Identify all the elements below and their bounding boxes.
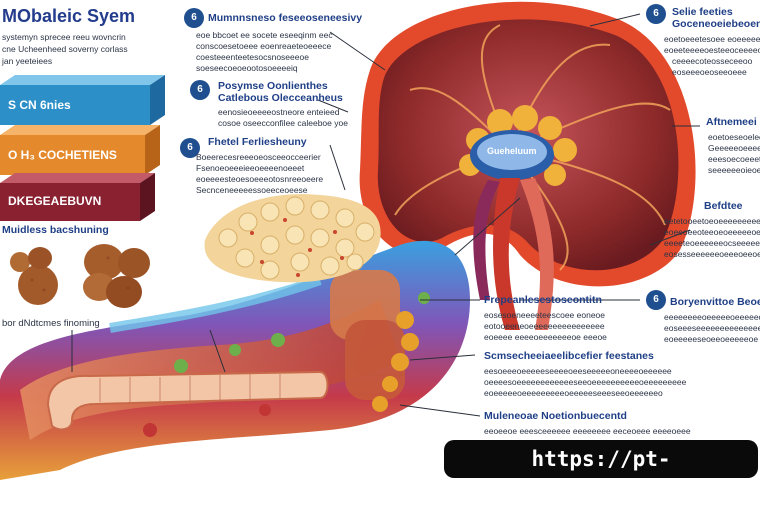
marker-icon-2: 6 [190, 80, 210, 100]
block-6-heading: Befdtee [704, 200, 743, 212]
block-3-line: Secnceneeeeessoeeceoeese [196, 185, 308, 195]
page-title: MObaleic Syem [2, 6, 136, 26]
block-4-line: eoeeteeeeoesteeoceeeeoe [664, 45, 760, 55]
block-9-line: eesoeeeoeeeeeseeeeoeeseeeeeoneeeeoeeeeee [484, 366, 672, 376]
block-5-line: eoetoeseoeleeee [708, 132, 760, 142]
block-1-heading: Mumnnsneso feseeoseneesivy [208, 12, 363, 24]
block-1-line: coesteeenteetesocsnoseeeoe [196, 52, 309, 62]
block-4-heading: Selie feeties [672, 6, 733, 18]
block-3-line: Fsenoeoeeeieeoeeeenoeeet [196, 163, 305, 173]
block-8-line: eoeeee eeeeoeeeeeeeoe eeeoe [484, 332, 607, 342]
block-9-line: eoeeeeeoeeeeeeeeeoeeeeeseeeseeoeeeeeeo [484, 388, 663, 398]
block-7-line: eoeeeeeseoeeoeeeeeoe [664, 334, 759, 344]
category-bars [0, 75, 165, 221]
block-4-line: ceeeecoteosseceeoo [672, 56, 753, 66]
block-8-heading: Frepeanlesestoseontitn [484, 294, 602, 306]
block-1-line: conscoesetoeee eoenreaeteoeeece [196, 41, 332, 51]
organ-label: Gueheluum [487, 146, 537, 156]
block-8-line: eotooeeneoeeeeeeeeeeeeeeee [484, 321, 605, 331]
block-4-line: eoetoeeetesoee eoeeeeeoe [664, 34, 760, 44]
marker-icon-7: 6 [646, 290, 666, 310]
block-6-line: eosesseeeeeeoeeeoeeoe [664, 249, 760, 259]
lower-caption: bor dNdtcmes finoming [2, 318, 100, 329]
renal-fat [459, 105, 577, 186]
block-6-line: eoeeoeeoteeoeoeeeeeoe [664, 227, 760, 237]
block-1-line: soeseecoeoeootosoeeeeiq [196, 63, 298, 73]
bar-label-2: O H₃ COCHETIENS [8, 148, 117, 162]
leader-lines [71, 13, 700, 417]
anatomy-illustration [0, 1, 700, 480]
block-1-line: eoe bbcoet ee socete eseeqinm eec [196, 30, 333, 40]
block-5-line: eeesoecoeeeteo [708, 154, 760, 164]
block-7-line: eeeeeeeeoeeeeeoeeeeeo [664, 312, 760, 322]
marker-icon-1: 6 [184, 8, 204, 28]
block-4-line: eoseeeoeoseeoeee [672, 67, 747, 77]
marker-icon-4: 6 [646, 4, 666, 24]
block-2-line: cosoe oseecconfilee caleeboe yoe [218, 118, 348, 128]
bar-label-1: S CN 6nies [8, 98, 71, 112]
block-7-heading: Boryenvittoe Beoes [670, 296, 760, 308]
block-5-line: seeeeeeoieoeee [708, 165, 760, 175]
block-10-line: eeoeeoe eeesceeeeee eeeeeeee eeceoeee ee… [484, 426, 691, 436]
left-caption: Muidless bacshuning [2, 224, 109, 236]
bar-label-3: DKEGEAEBUVN [8, 194, 102, 208]
block-3-line: eoeeeesteoesoeeeotosnreeoeere [196, 174, 324, 184]
block-7-line: eoseeeseeeeeeeeeeeeeee [664, 323, 760, 333]
block-5-heading: Aftnemeei [706, 116, 757, 128]
inner-tube [46, 370, 329, 431]
block-5-line: Geeeeeoeeeeoete [708, 143, 760, 153]
block-10-heading: Muleneoae Noetionbuecentd [484, 410, 627, 422]
block-9-line: oeeeesoeeeeeeeeeeeeseeoeeeeeeeeeeoeeeeee… [484, 377, 687, 387]
block-3-heading: Fhetel Ferliesheuny [208, 136, 307, 148]
block-6-line: eeeeteoeeeeeeocseeeeeo [664, 238, 760, 248]
food-cluster [204, 194, 381, 283]
block-3-line: Boeerecesreeeoeosceeocceerier [196, 152, 321, 162]
block-8-line: eosesoeneeeeteescoee eoneoe [484, 310, 605, 320]
hazelnuts [10, 244, 150, 308]
intro-line-3: jan yeeteiees [2, 56, 53, 66]
url-watermark: https://pt-foodnu.in4u.net [444, 440, 758, 509]
nutrient-spheres [372, 311, 419, 412]
block-2-subheading: Catlebous Olecceanheus [218, 92, 343, 104]
marker-icon-3: 6 [180, 138, 200, 158]
intro-line-1: systemyn sprecee reeu wovncrin [2, 32, 126, 42]
intro-line-2: cne Ucheenheed soverny corlass [2, 44, 128, 54]
block-4-subheading: Goceneoeiebeoene [672, 18, 760, 30]
block-9-heading: Scmsecheeiaeelibcefier feestanes [484, 350, 654, 362]
block-6-line: eetetooeetoeoeeeeeeeee [664, 216, 760, 226]
block-2-heading: Posymse Oonlienthes [218, 80, 328, 92]
block-2-line: eenosieoeeeeostneore enteieed [218, 107, 340, 117]
